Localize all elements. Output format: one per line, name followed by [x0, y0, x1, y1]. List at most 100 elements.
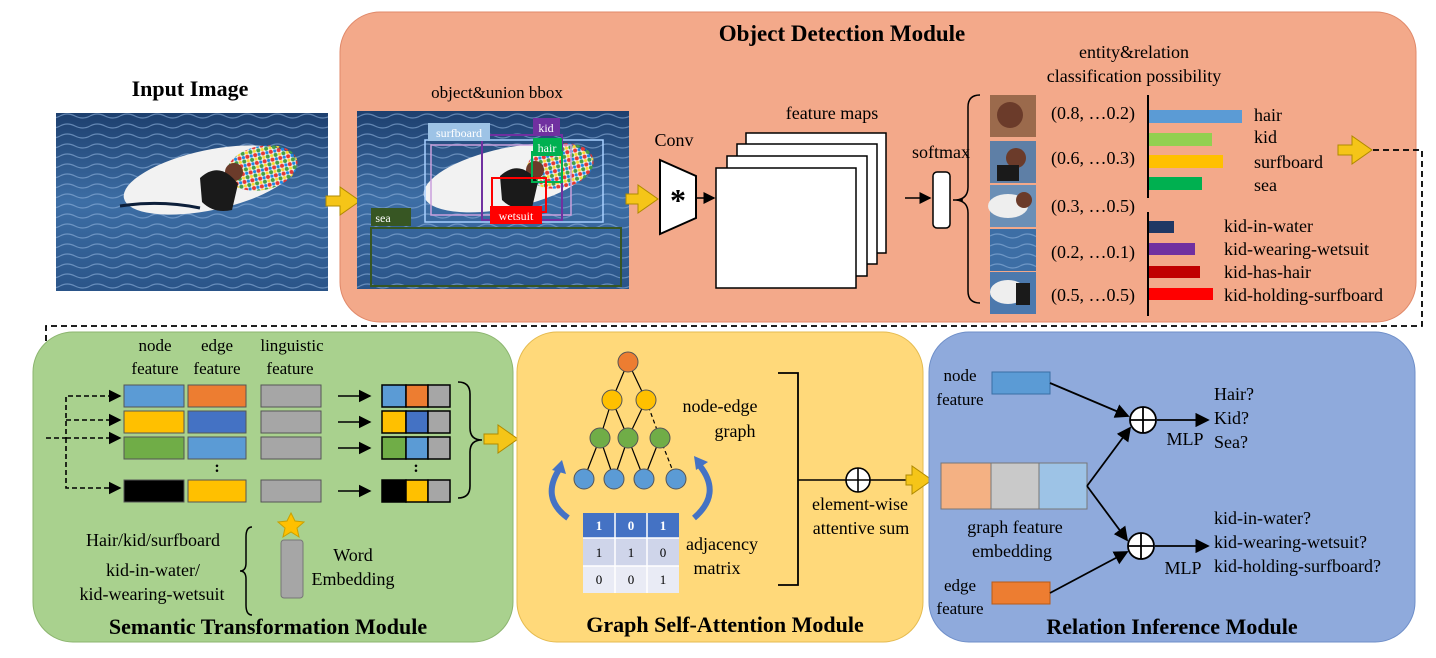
m-2-1: 0	[628, 572, 635, 587]
h-node-2: feature	[131, 359, 178, 378]
h-edge-1: edge	[201, 336, 233, 355]
rows-ellipsis: :	[214, 459, 219, 476]
bbox-title: object&union bbox	[431, 83, 563, 102]
feature-maps-label: feature maps	[786, 103, 878, 123]
m-0-0: 1	[596, 518, 603, 533]
label-wetsuit: wetsuit	[499, 209, 534, 223]
m-2-0: 0	[596, 572, 603, 587]
mlp-bottom: MLP	[1164, 558, 1201, 578]
entity-kid: kid	[1254, 127, 1277, 147]
entity-surfboard: surfboard	[1254, 152, 1323, 172]
conv-symbol: *	[670, 182, 686, 218]
oplus-bottom-icon	[1127, 532, 1155, 560]
bar-kid-has-hair	[1149, 266, 1200, 278]
h-ling-2: feature	[266, 359, 313, 378]
arrow-input-to-bbox	[325, 186, 361, 216]
graph-bracket	[778, 372, 799, 586]
mlp-top: MLP	[1166, 429, 1203, 449]
sum-1: element-wise	[812, 494, 908, 514]
word-embedding-block	[280, 539, 304, 599]
dashed-connector	[45, 149, 1423, 438]
bar-sea	[1149, 177, 1202, 190]
softmax-brace	[953, 94, 981, 304]
bar-kid-wearing-wetsuit	[1149, 243, 1195, 255]
relation-kid-has-hair: kid-has-hair	[1224, 262, 1311, 282]
words-2: kid-in-water/	[106, 560, 200, 580]
oplus-top-icon	[1129, 406, 1157, 434]
adj-2: matrix	[694, 558, 741, 578]
node-feature-block	[991, 371, 1051, 395]
we-1: Word	[333, 545, 373, 565]
m-2-2: 1	[660, 572, 667, 587]
prob-2: (0.3, …0.5)	[1051, 196, 1135, 217]
concat-ellipsis: :	[413, 459, 418, 476]
edge-feature-block	[991, 581, 1051, 605]
words-1: Hair/kid/surfboard	[86, 530, 220, 550]
ne-2: graph	[715, 421, 756, 441]
relation-title: Relation Inference Module	[1046, 614, 1298, 639]
cycle-arrow-right-icon	[691, 464, 713, 521]
cycle-arrow-left-icon	[548, 466, 570, 521]
detection-title: Object Detection Module	[719, 21, 966, 46]
node-1: node	[943, 366, 976, 385]
feature-maps-stack	[715, 132, 887, 289]
graph-title: Graph Self-Attention Module	[586, 612, 864, 637]
relation-kid-in-water: kid-in-water	[1224, 216, 1313, 236]
h-ling-1: linguistic	[260, 336, 324, 355]
prob-0: (0.8, …0.2)	[1051, 103, 1135, 124]
words-brace	[239, 526, 253, 616]
q-relation-0: kid-in-water?	[1214, 508, 1311, 528]
q-entity-2: Sea?	[1214, 432, 1248, 452]
entity-hair: hair	[1254, 105, 1282, 125]
bbox-image	[357, 111, 629, 289]
arrow-graph-to-relation	[905, 465, 933, 495]
arrow-semantic-to-graph	[483, 424, 519, 454]
bar-kid-holding-surfboard	[1149, 288, 1213, 300]
relation-kid-wearing-wetsuit: kid-wearing-wetsuit	[1224, 239, 1369, 259]
h-edge-2: feature	[193, 359, 240, 378]
graph-nodes	[573, 351, 687, 490]
prob-3: (0.2, …0.1)	[1051, 242, 1135, 263]
words-3: kid-wearing-wetsuit	[80, 584, 225, 604]
conv-label: Conv	[654, 130, 693, 150]
bar-kid-in-water	[1149, 221, 1174, 233]
softmax-label: softmax	[912, 142, 970, 162]
ne-1: node-edge	[683, 396, 758, 416]
bar-surfboard	[1149, 155, 1223, 168]
input-title: Input Image	[132, 76, 249, 101]
semantic-dashed-inputs	[46, 389, 122, 495]
we-2: Embedding	[312, 569, 395, 589]
edge-1: edge	[944, 576, 976, 595]
prob-4: (0.5, …0.5)	[1051, 285, 1135, 306]
prob-1: (0.6, …0.3)	[1051, 148, 1135, 169]
m-1-1: 1	[628, 545, 635, 560]
edge-2: feature	[936, 599, 983, 618]
gfe-2: embedding	[972, 541, 1052, 561]
label-kid: kid	[538, 121, 553, 135]
bar-kid	[1149, 133, 1212, 146]
relation-connections	[1049, 382, 1210, 594]
q-entity-1: Kid?	[1214, 408, 1249, 428]
sum-2: attentive sum	[813, 518, 909, 538]
conv-block	[659, 158, 697, 236]
adjacency-matrix	[583, 513, 679, 593]
q-relation-2: kid-holding-surfboard?	[1214, 556, 1381, 576]
input-image	[56, 113, 328, 291]
concat-vectors	[381, 384, 451, 503]
cls-title-2: classification possibility	[1047, 66, 1221, 86]
q-relation-1: kid-wearing-wetsuit?	[1214, 532, 1367, 552]
arrow-bbox-to-conv	[625, 184, 659, 214]
semantic-brace	[457, 381, 483, 499]
m-1-2: 0	[660, 545, 667, 560]
semantic-title: Semantic Transformation Module	[109, 614, 427, 639]
cls-title-1: entity&relation	[1079, 42, 1189, 62]
label-surfboard: surfboard	[436, 126, 482, 140]
m-0-2: 1	[660, 518, 667, 533]
m-0-1: 0	[628, 518, 635, 533]
gfe-1: graph feature	[967, 517, 1062, 537]
bar-hair	[1149, 110, 1242, 123]
m-1-0: 1	[596, 545, 603, 560]
relation-module-panel	[928, 331, 1416, 643]
label-sea: sea	[375, 211, 391, 225]
